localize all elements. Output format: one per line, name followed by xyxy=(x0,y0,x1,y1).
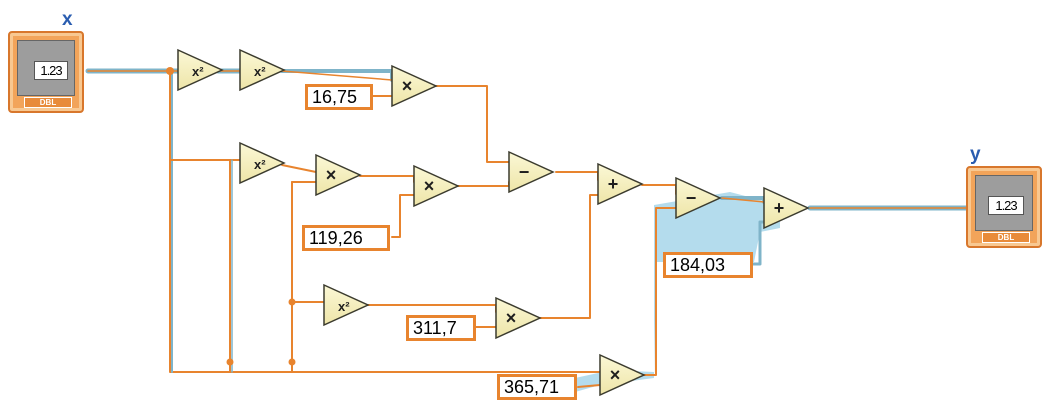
constant-119-26[interactable]: 119,26 xyxy=(302,225,390,251)
operator-subtract-2[interactable]: − xyxy=(675,176,722,220)
operator-multiply-2[interactable]: × xyxy=(315,153,362,197)
constant-184-03[interactable]: 184,03 xyxy=(663,252,753,278)
junction-dot xyxy=(288,358,296,366)
operator-triangle xyxy=(597,162,644,206)
wire-highlight-region xyxy=(575,192,780,392)
operator-symbol: x² xyxy=(254,64,266,79)
operator-triangle xyxy=(239,141,286,185)
constant-16-75[interactable]: 16,75 xyxy=(305,84,373,110)
operator-symbol: x² xyxy=(338,299,350,314)
operator-multiply-1[interactable]: × xyxy=(391,64,438,108)
operator-triangle xyxy=(763,186,810,230)
operator-triangle xyxy=(177,48,224,92)
input-terminal-type-badge: DBL xyxy=(24,97,72,108)
operator-symbol: × xyxy=(506,308,517,328)
operator-symbol: + xyxy=(774,198,785,218)
operator-multiply-5[interactable]: × xyxy=(599,353,646,397)
output-terminal-label: y xyxy=(970,144,981,165)
operator-symbol: + xyxy=(608,174,619,194)
operator-symbol: × xyxy=(610,365,621,385)
operator-symbol: x² xyxy=(192,64,204,79)
junction-dot xyxy=(166,67,174,75)
operator-symbol: x² xyxy=(254,157,266,172)
operator-triangle xyxy=(413,164,460,208)
operator-triangle xyxy=(323,283,370,327)
output-terminal-frame[interactable]: 1.23 DBL xyxy=(966,166,1042,248)
operator-symbol: − xyxy=(686,188,697,208)
junction-dot xyxy=(226,358,234,366)
operator-add-1[interactable]: + xyxy=(597,162,644,206)
output-terminal-y[interactable]: y 1.23 DBL xyxy=(966,144,1045,248)
operator-triangle xyxy=(495,296,542,340)
operator-triangle xyxy=(391,64,438,108)
operator-square-4[interactable]: x² xyxy=(323,283,370,327)
input-terminal-label: x xyxy=(62,9,73,30)
output-terminal-value: 1.23 xyxy=(988,196,1024,215)
operator-square-2[interactable]: x² xyxy=(239,48,286,92)
input-terminal-frame[interactable]: 1.23 DBL xyxy=(8,31,84,113)
operator-square-3[interactable]: x² xyxy=(239,141,286,185)
operator-subtract-1[interactable]: − xyxy=(508,150,555,194)
operator-triangle xyxy=(675,176,722,220)
constant-365-71[interactable]: 365,71 xyxy=(497,374,577,400)
operator-symbol: × xyxy=(402,76,413,96)
output-terminal-type-badge: DBL xyxy=(982,232,1030,243)
operator-triangle xyxy=(315,153,362,197)
operator-add-2[interactable]: + xyxy=(763,186,810,230)
constant-311-7[interactable]: 311,7 xyxy=(406,315,476,341)
operator-square-1[interactable]: x² xyxy=(177,48,224,92)
operator-symbol: × xyxy=(424,176,435,196)
operator-multiply-3[interactable]: × xyxy=(413,164,460,208)
input-terminal-value: 1.23 xyxy=(34,61,68,80)
operator-triangle xyxy=(239,48,286,92)
operator-symbol: − xyxy=(519,162,530,182)
junction-dot xyxy=(288,298,296,306)
operator-triangle xyxy=(508,150,555,194)
input-terminal-x[interactable]: x 1.23 DBL xyxy=(8,9,88,113)
operator-symbol: × xyxy=(326,165,337,185)
operator-multiply-4[interactable]: × xyxy=(495,296,542,340)
operator-triangle xyxy=(599,353,646,397)
